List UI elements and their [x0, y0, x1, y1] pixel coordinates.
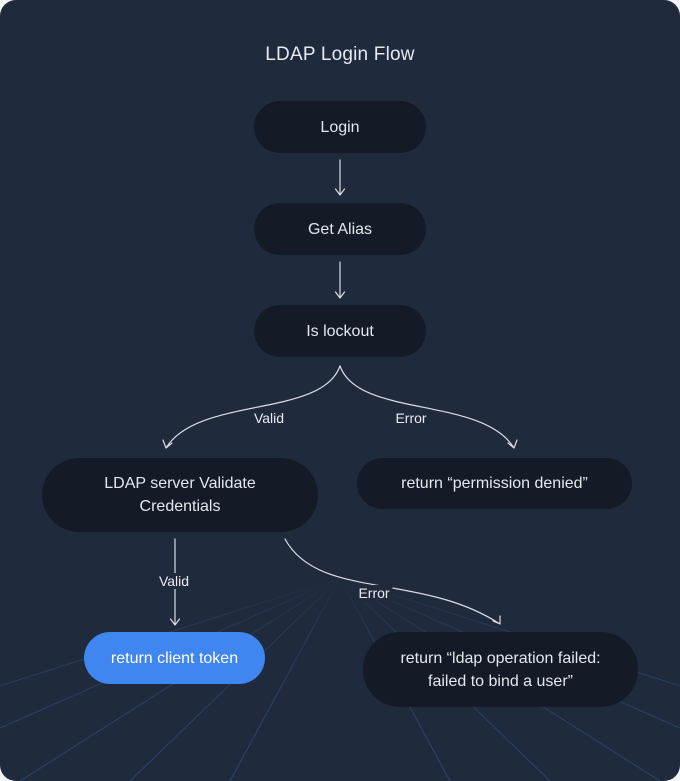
arrow-login-to-alias: [334, 159, 346, 196]
node-get-alias: Get Alias: [254, 203, 426, 255]
arrow-validate-error: [284, 538, 501, 625]
node-bind-failed: return “ldap operation failed: failed to…: [363, 632, 638, 707]
node-client-token: return client token: [84, 632, 265, 684]
arrow-lockout-valid: [162, 365, 341, 449]
arrow-lockout-error: [339, 365, 518, 449]
node-login: Login: [254, 101, 426, 153]
node-is-lockout: Is lockout: [254, 305, 426, 357]
diagram-title: LDAP Login Flow: [265, 44, 415, 65]
node-permission-denied: return “permission denied”: [357, 458, 632, 509]
edge-label-validate-error: Error: [355, 585, 393, 601]
node-ldap-validate: LDAP server Validate Credentials: [42, 458, 318, 532]
edge-label-lockout-valid: Valid: [250, 410, 288, 426]
arrow-alias-to-lockout: [334, 261, 346, 299]
edge-label-validate-valid: Valid: [155, 573, 193, 589]
edge-label-lockout-error: Error: [392, 410, 430, 426]
